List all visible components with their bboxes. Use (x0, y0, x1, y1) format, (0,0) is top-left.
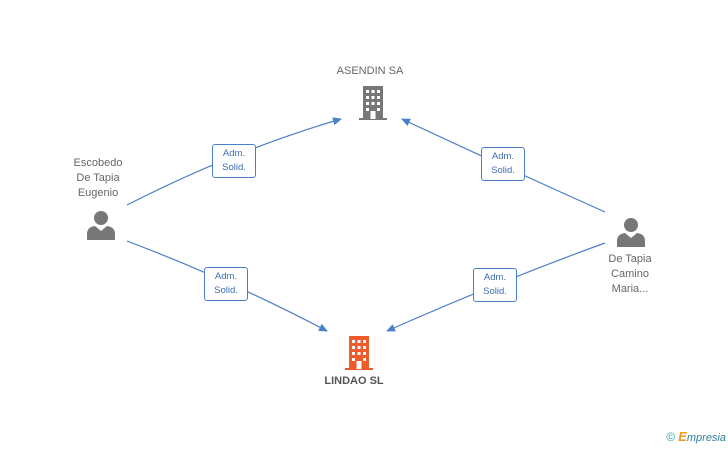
person-icon[interactable] (616, 217, 646, 252)
edge-badge-detapia-asendin[interactable]: Adm. Solid. (481, 147, 525, 181)
edge-badge-escobedo-asendin[interactable]: Adm. Solid. (212, 144, 256, 178)
building-icon[interactable] (343, 334, 375, 375)
escobedo-label: Escobedo De Tapia Eugenio (73, 157, 123, 199)
brand-initial: E (678, 429, 687, 444)
asendin-label: ASENDIN SA (336, 65, 404, 77)
copyright-symbol: © (666, 430, 676, 444)
edge-badge-detapia-lindao[interactable]: Adm. Solid. (473, 268, 517, 302)
edge-badge-escobedo-lindao[interactable]: Adm. Solid. (204, 267, 248, 301)
detapia-label: De Tapia Camino Maria... (608, 253, 652, 295)
building-icon[interactable] (357, 84, 389, 125)
lindao-label: LINDAO SL (324, 375, 384, 387)
brand-name: mpresia (686, 432, 726, 444)
person-icon[interactable] (86, 210, 116, 245)
empresia-watermark: ©Empresia (666, 429, 726, 444)
